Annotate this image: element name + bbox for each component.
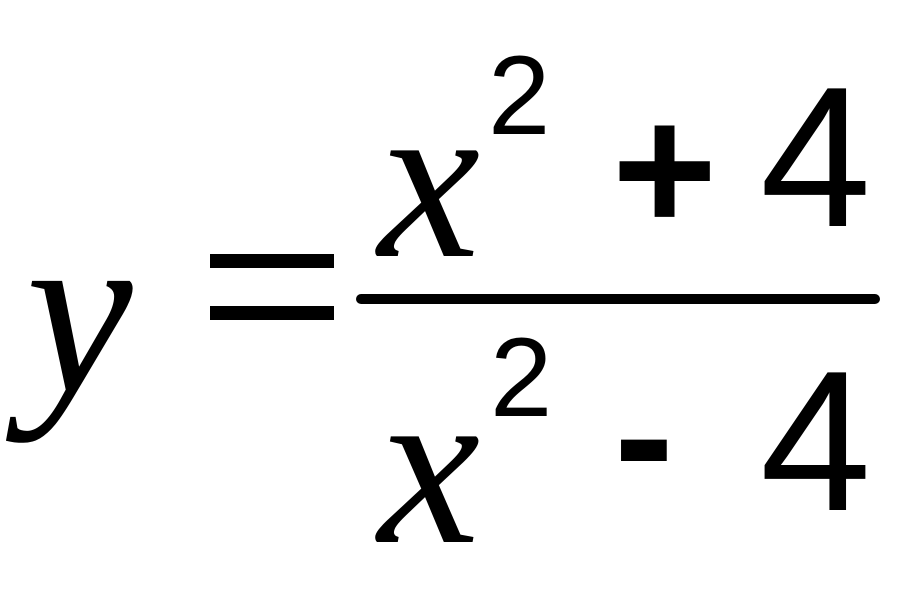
numerator-operator: +: [612, 69, 718, 270]
denominator-operator: -: [614, 335, 674, 536]
denominator-constant: 4: [760, 330, 872, 553]
fraction-bar: [356, 294, 880, 304]
lhs-variable: y: [26, 177, 133, 443]
numerator-constant: 4: [760, 46, 872, 269]
denominator-base: x: [378, 337, 481, 592]
denominator-exponent: 2: [490, 315, 553, 440]
numerator-exponent: 2: [488, 33, 551, 158]
equals-sign: [210, 250, 334, 326]
numerator-base: x: [378, 51, 481, 306]
math-formula: y x 2 + 4 x 2 - 4: [26, 33, 880, 580]
